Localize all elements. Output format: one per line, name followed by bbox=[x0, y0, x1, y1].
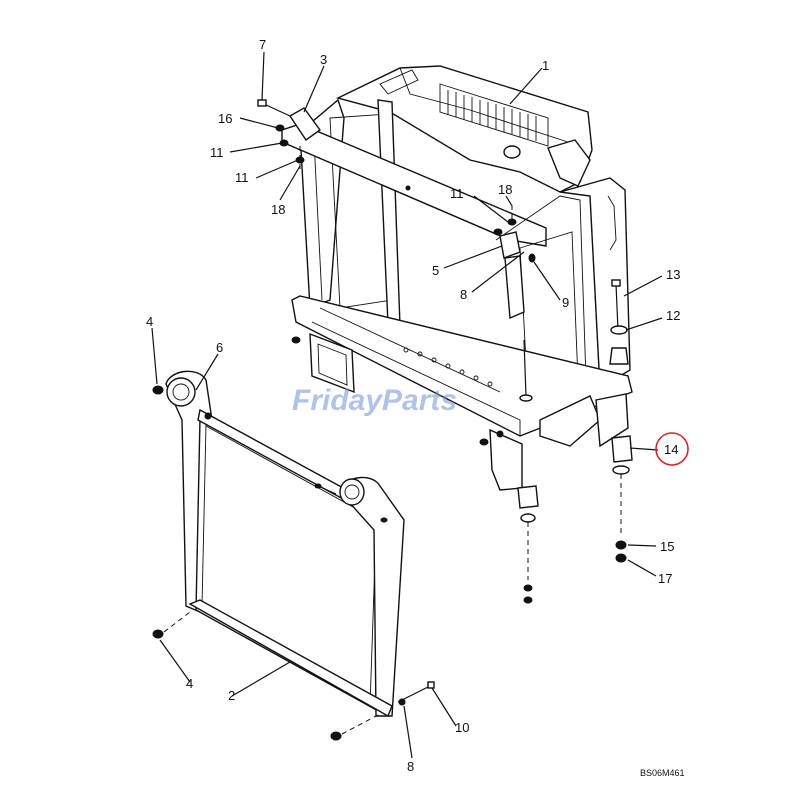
callout-3: 3 bbox=[320, 52, 327, 67]
nut-icon bbox=[152, 385, 164, 395]
callout-4: 4 bbox=[186, 676, 193, 691]
callout-13: 13 bbox=[666, 267, 680, 282]
nut-icon bbox=[496, 430, 504, 438]
callout-17: 17 bbox=[658, 571, 672, 586]
callout-18: 18 bbox=[271, 202, 285, 217]
mount-rubber-icon bbox=[609, 347, 629, 365]
bracket-3 bbox=[289, 107, 321, 141]
nut-icon bbox=[523, 596, 533, 604]
callout-8: 8 bbox=[460, 287, 467, 302]
callout-16: 16 bbox=[218, 111, 232, 126]
nut-icon bbox=[291, 336, 301, 344]
nut-icon bbox=[152, 629, 164, 639]
charge-air-cooler bbox=[152, 370, 435, 741]
highlight-circle bbox=[655, 432, 689, 466]
callout-9: 9 bbox=[562, 295, 569, 310]
hardware-group bbox=[257, 99, 633, 604]
bracket-5 bbox=[499, 231, 521, 259]
callout-2: 2 bbox=[228, 688, 235, 703]
washer-icon bbox=[507, 218, 517, 226]
nut-icon bbox=[479, 438, 489, 446]
radiator-frame bbox=[281, 65, 633, 491]
callout-4: 4 bbox=[146, 314, 153, 329]
washer-icon bbox=[493, 228, 503, 236]
callout-1: 1 bbox=[542, 58, 549, 73]
callout-11: 11 bbox=[450, 186, 464, 201]
callout-8: 8 bbox=[407, 759, 414, 774]
nut-17 bbox=[615, 553, 627, 563]
drawing-code: BS06M461 bbox=[640, 768, 685, 778]
callout-6: 6 bbox=[216, 340, 223, 355]
callout-18: 18 bbox=[498, 182, 512, 197]
washer-15 bbox=[615, 540, 627, 550]
mount-14-icon bbox=[611, 435, 633, 463]
callout-7: 7 bbox=[259, 37, 266, 52]
callout-14: 14 bbox=[664, 442, 678, 457]
leader-lines bbox=[151, 51, 663, 759]
washer-icon bbox=[523, 584, 533, 592]
callout-10: 10 bbox=[455, 720, 469, 735]
mount-rubber-icon bbox=[517, 485, 539, 509]
callout-15: 15 bbox=[660, 539, 674, 554]
callout-11: 11 bbox=[235, 170, 249, 185]
callout-12: 12 bbox=[666, 308, 680, 323]
callout-5: 5 bbox=[432, 263, 439, 278]
watermark-text: FridayParts bbox=[292, 384, 457, 417]
bolt-7-icon bbox=[257, 99, 291, 117]
washer-12 bbox=[610, 325, 628, 335]
nut-icon bbox=[528, 253, 536, 263]
callout-11: 11 bbox=[210, 145, 224, 160]
callout-labels: 1 2 3 4 4 5 6 7 8 8 9 10 11 11 11 12 13 … bbox=[146, 37, 689, 774]
nut-icon bbox=[330, 731, 342, 741]
